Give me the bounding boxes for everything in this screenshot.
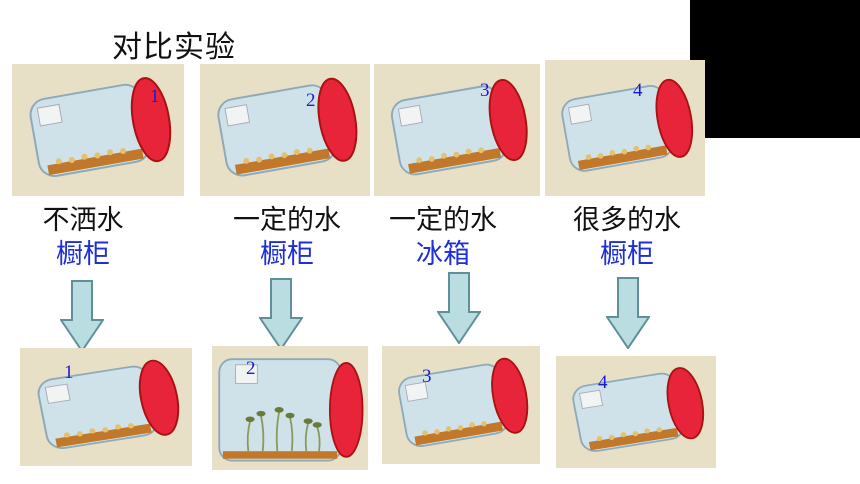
bottom-jar-3: 3 [382,346,540,464]
top-jar-4: 4 [545,60,705,196]
jar-number-2: 2 [306,90,316,111]
down-arrow-icon [259,278,303,350]
jar-number-1: 1 [64,362,74,383]
jar-number-1: 1 [150,86,160,107]
place-condition-2: 橱柜 [260,239,314,270]
bottom-jar-4: 4 [556,356,716,468]
bottom-jar-2: 2 [212,346,368,470]
page-title: 对比实验 [112,30,236,65]
place-condition-3: 冰箱 [416,239,470,270]
condition-label-3: 一定的水 冰箱 [368,204,518,272]
glass-jar-icon [561,78,694,172]
glass-jar-icon [572,367,705,452]
down-arrow-icon [60,280,104,352]
condition-label-1: 不洒水 橱柜 [8,204,158,272]
down-arrow-icon [606,277,650,349]
water-condition-3: 一定的水 [389,205,497,236]
glass-jar-icon [37,359,180,450]
jar-number-3: 3 [480,80,490,101]
water-condition-2: 一定的水 [233,205,341,236]
top-jar-1: 1 [12,64,184,196]
glass-jar-icon [398,357,529,448]
place-condition-1: 橱柜 [56,239,110,270]
top-jar-2: 2 [200,64,370,196]
bottom-jar-1: 1 [20,348,192,466]
glass-jar-sprouted-icon [218,358,364,462]
water-condition-1: 不洒水 [42,205,124,236]
condition-label-4: 很多的水 橱柜 [552,204,702,272]
down-arrow-icon [437,272,481,344]
glass-jar-icon [29,77,172,178]
black-overlay-box [690,0,860,138]
jar-number-4: 4 [633,80,643,101]
place-condition-4: 橱柜 [600,239,654,270]
top-jar-3: 3 [374,64,540,196]
jar-number-2: 2 [246,358,256,379]
jar-number-4: 4 [598,372,608,393]
jar-number-3: 3 [422,366,432,387]
glass-jar-icon [390,79,528,176]
water-condition-4: 很多的水 [573,205,681,236]
glass-jar-icon [217,77,358,177]
condition-label-2: 一定的水 橱柜 [212,204,362,272]
